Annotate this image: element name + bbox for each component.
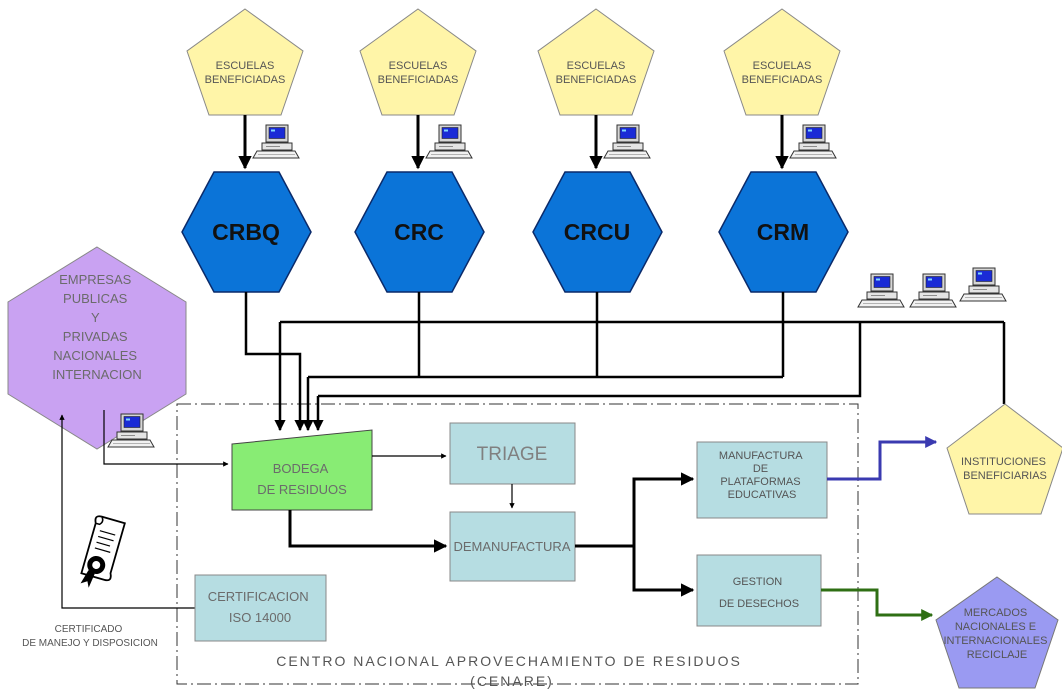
certificacion-box (194, 574, 327, 642)
certificacion-to-empresas (59, 414, 195, 609)
empresas-hexagon (7, 246, 187, 450)
school-label-2a: ESCUELAS (389, 60, 448, 72)
school-label-3b: BENEFICIADAS (556, 74, 637, 86)
center-label-crc: CRC (394, 219, 444, 245)
bodega-de-residuos (231, 429, 373, 511)
computer-icon (425, 124, 473, 159)
mercados-pentagon (935, 576, 1059, 689)
arrow-to-gestion (632, 546, 695, 597)
certificate-icon (80, 515, 126, 588)
arrow-to-instituciones (827, 436, 938, 481)
school-label-4b: BENEFICIADAS (742, 74, 823, 86)
computer-icon (959, 267, 1007, 302)
bodega-label: BODEGA DE RESIDUOS (257, 461, 347, 497)
school-label-2b: BENEFICIADAS (378, 74, 459, 86)
computer-icon (857, 273, 905, 308)
school-label-1b: BENEFICIADAS (205, 74, 286, 86)
center-hexagon-crc (354, 171, 485, 293)
center-label-crbq: CRBQ (212, 219, 280, 245)
arrow-to-mercados (821, 588, 934, 621)
certificado-label: CERTIFICADO DE MANEJO Y DISPOSICION (22, 623, 158, 649)
computer-icon (252, 124, 300, 159)
mercados-label: MERCADOS NACIONALES E INTERNACIONALES RE… (944, 607, 1051, 661)
computer-icon (603, 124, 651, 159)
gestion-label: GESTION DE DESECHOS (719, 576, 799, 610)
center-label-crm: CRM (757, 219, 809, 245)
cenare-title: CENTRO NACIONAL APROVECHAMIENTO DE RESID… (276, 653, 748, 689)
computer-icon (789, 124, 837, 159)
school-label-1a: ESCUELAS (216, 60, 275, 72)
network-lines (244, 292, 1006, 425)
center-hexagon-crm (718, 171, 849, 293)
certificacion-label: CERTIFICACION ISO 14000 (208, 589, 313, 625)
arrow-bodega-demanufactura (288, 510, 448, 553)
school-label-4a: ESCUELAS (753, 60, 812, 72)
instituciones-label: INSTITUCIONES BENEFICIARIAS (961, 456, 1049, 482)
manufactura-label: MANUFACTURA DE PLATAFORMAS EDUCATIVAS (719, 450, 805, 501)
empresas-label: EMPRESAS PUBLICAS Y PRIVADAS NACIONALES … (52, 272, 142, 382)
center-hexagon-crbq (181, 171, 312, 293)
instituciones-pentagon (946, 403, 1062, 515)
triage-label: TRIAGE (477, 444, 548, 465)
cenare-boundary (176, 403, 859, 685)
school-label-3a: ESCUELAS (567, 60, 626, 72)
arrow-to-manufactura (632, 472, 695, 546)
computer-icon (909, 273, 957, 308)
empresas-to-bodega (103, 410, 229, 467)
triage-box (449, 422, 576, 485)
demanufactura-label: DEMANUFACTURA (453, 539, 570, 554)
gestion-box (696, 554, 822, 627)
center-hexagon-crcu (532, 171, 663, 293)
center-label-crcu: CRCU (564, 219, 630, 245)
